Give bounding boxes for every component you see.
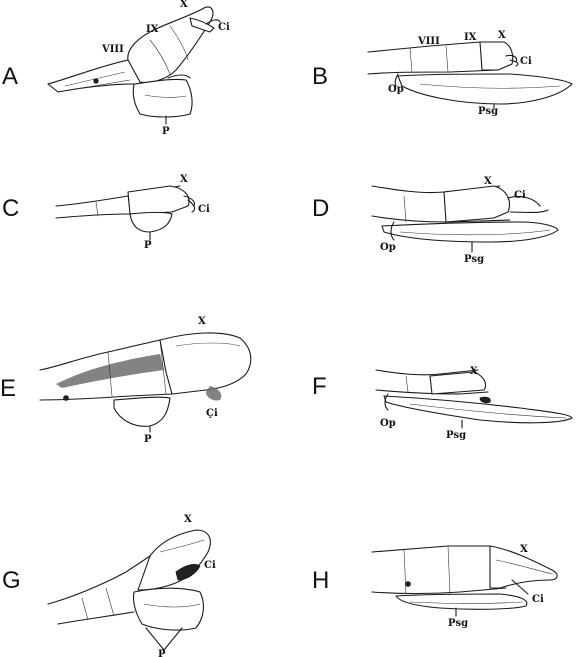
panel-letter-b: B — [312, 63, 328, 90]
label-ix: IX — [146, 24, 159, 35]
panel-letter-c: C — [2, 195, 19, 222]
panel-letter-a: A — [2, 63, 18, 90]
label-p: P — [144, 434, 152, 445]
label-op: Op — [380, 418, 396, 429]
panel-h: H X Ci Psg — [312, 544, 558, 629]
panel-c-drawing — [55, 185, 196, 241]
label-ci: Çi — [206, 408, 218, 419]
panel-e: E X Çi P — [0, 316, 252, 445]
label-x: X — [180, 0, 188, 10]
label-psg: Psg — [448, 618, 468, 629]
label-ci: Ci — [520, 56, 532, 67]
label-p: P — [162, 126, 170, 137]
label-x: X — [184, 514, 192, 525]
panel-letter-f: F — [312, 373, 327, 400]
panel-e-drawing — [39, 332, 252, 433]
label-x: X — [198, 316, 206, 327]
panel-d-drawing — [371, 185, 559, 253]
panel-a-drawing — [47, 6, 221, 125]
panel-h-drawing — [371, 545, 558, 617]
label-ci: Ci — [198, 204, 210, 215]
label-psg: Psg — [446, 430, 466, 441]
label-psg: Psg — [478, 106, 498, 117]
panel-b-drawing — [367, 41, 573, 109]
label-viii: VIII — [417, 36, 440, 47]
label-ci: Ci — [532, 594, 544, 605]
panel-g-drawing — [47, 529, 211, 651]
label-viii: VIII — [101, 44, 124, 55]
label-x: X — [498, 30, 506, 41]
label-x: X — [470, 366, 478, 377]
label-op: Op — [388, 84, 404, 95]
label-ci: Ci — [204, 560, 216, 571]
label-ci: Ci — [218, 22, 230, 33]
label-ix: IX — [464, 32, 477, 43]
label-ci: Ci — [514, 190, 526, 201]
panel-letter-d: D — [312, 195, 329, 222]
panel-d: D X Ci Op Psg — [312, 176, 559, 265]
panel-letter-h: H — [312, 567, 329, 594]
label-op: Op — [380, 242, 396, 253]
panel-letter-e: E — [0, 375, 16, 402]
panel-f: F X Op Psg — [312, 366, 573, 441]
label-x: X — [484, 176, 492, 187]
panel-c: C X Ci P — [2, 174, 210, 251]
panel-a: A X IX VIII Ci P — [2, 0, 230, 137]
label-x: X — [180, 174, 188, 185]
panel-b: B VIII IX X Ci Op Psg — [312, 30, 573, 117]
label-p: P — [144, 240, 152, 251]
label-psg: Psg — [464, 254, 484, 265]
label-p: P — [158, 649, 166, 657]
panel-letter-g: G — [2, 567, 21, 594]
panel-f-drawing — [375, 369, 573, 429]
label-x: X — [520, 544, 528, 555]
panel-g: G X Ci P — [2, 514, 216, 657]
